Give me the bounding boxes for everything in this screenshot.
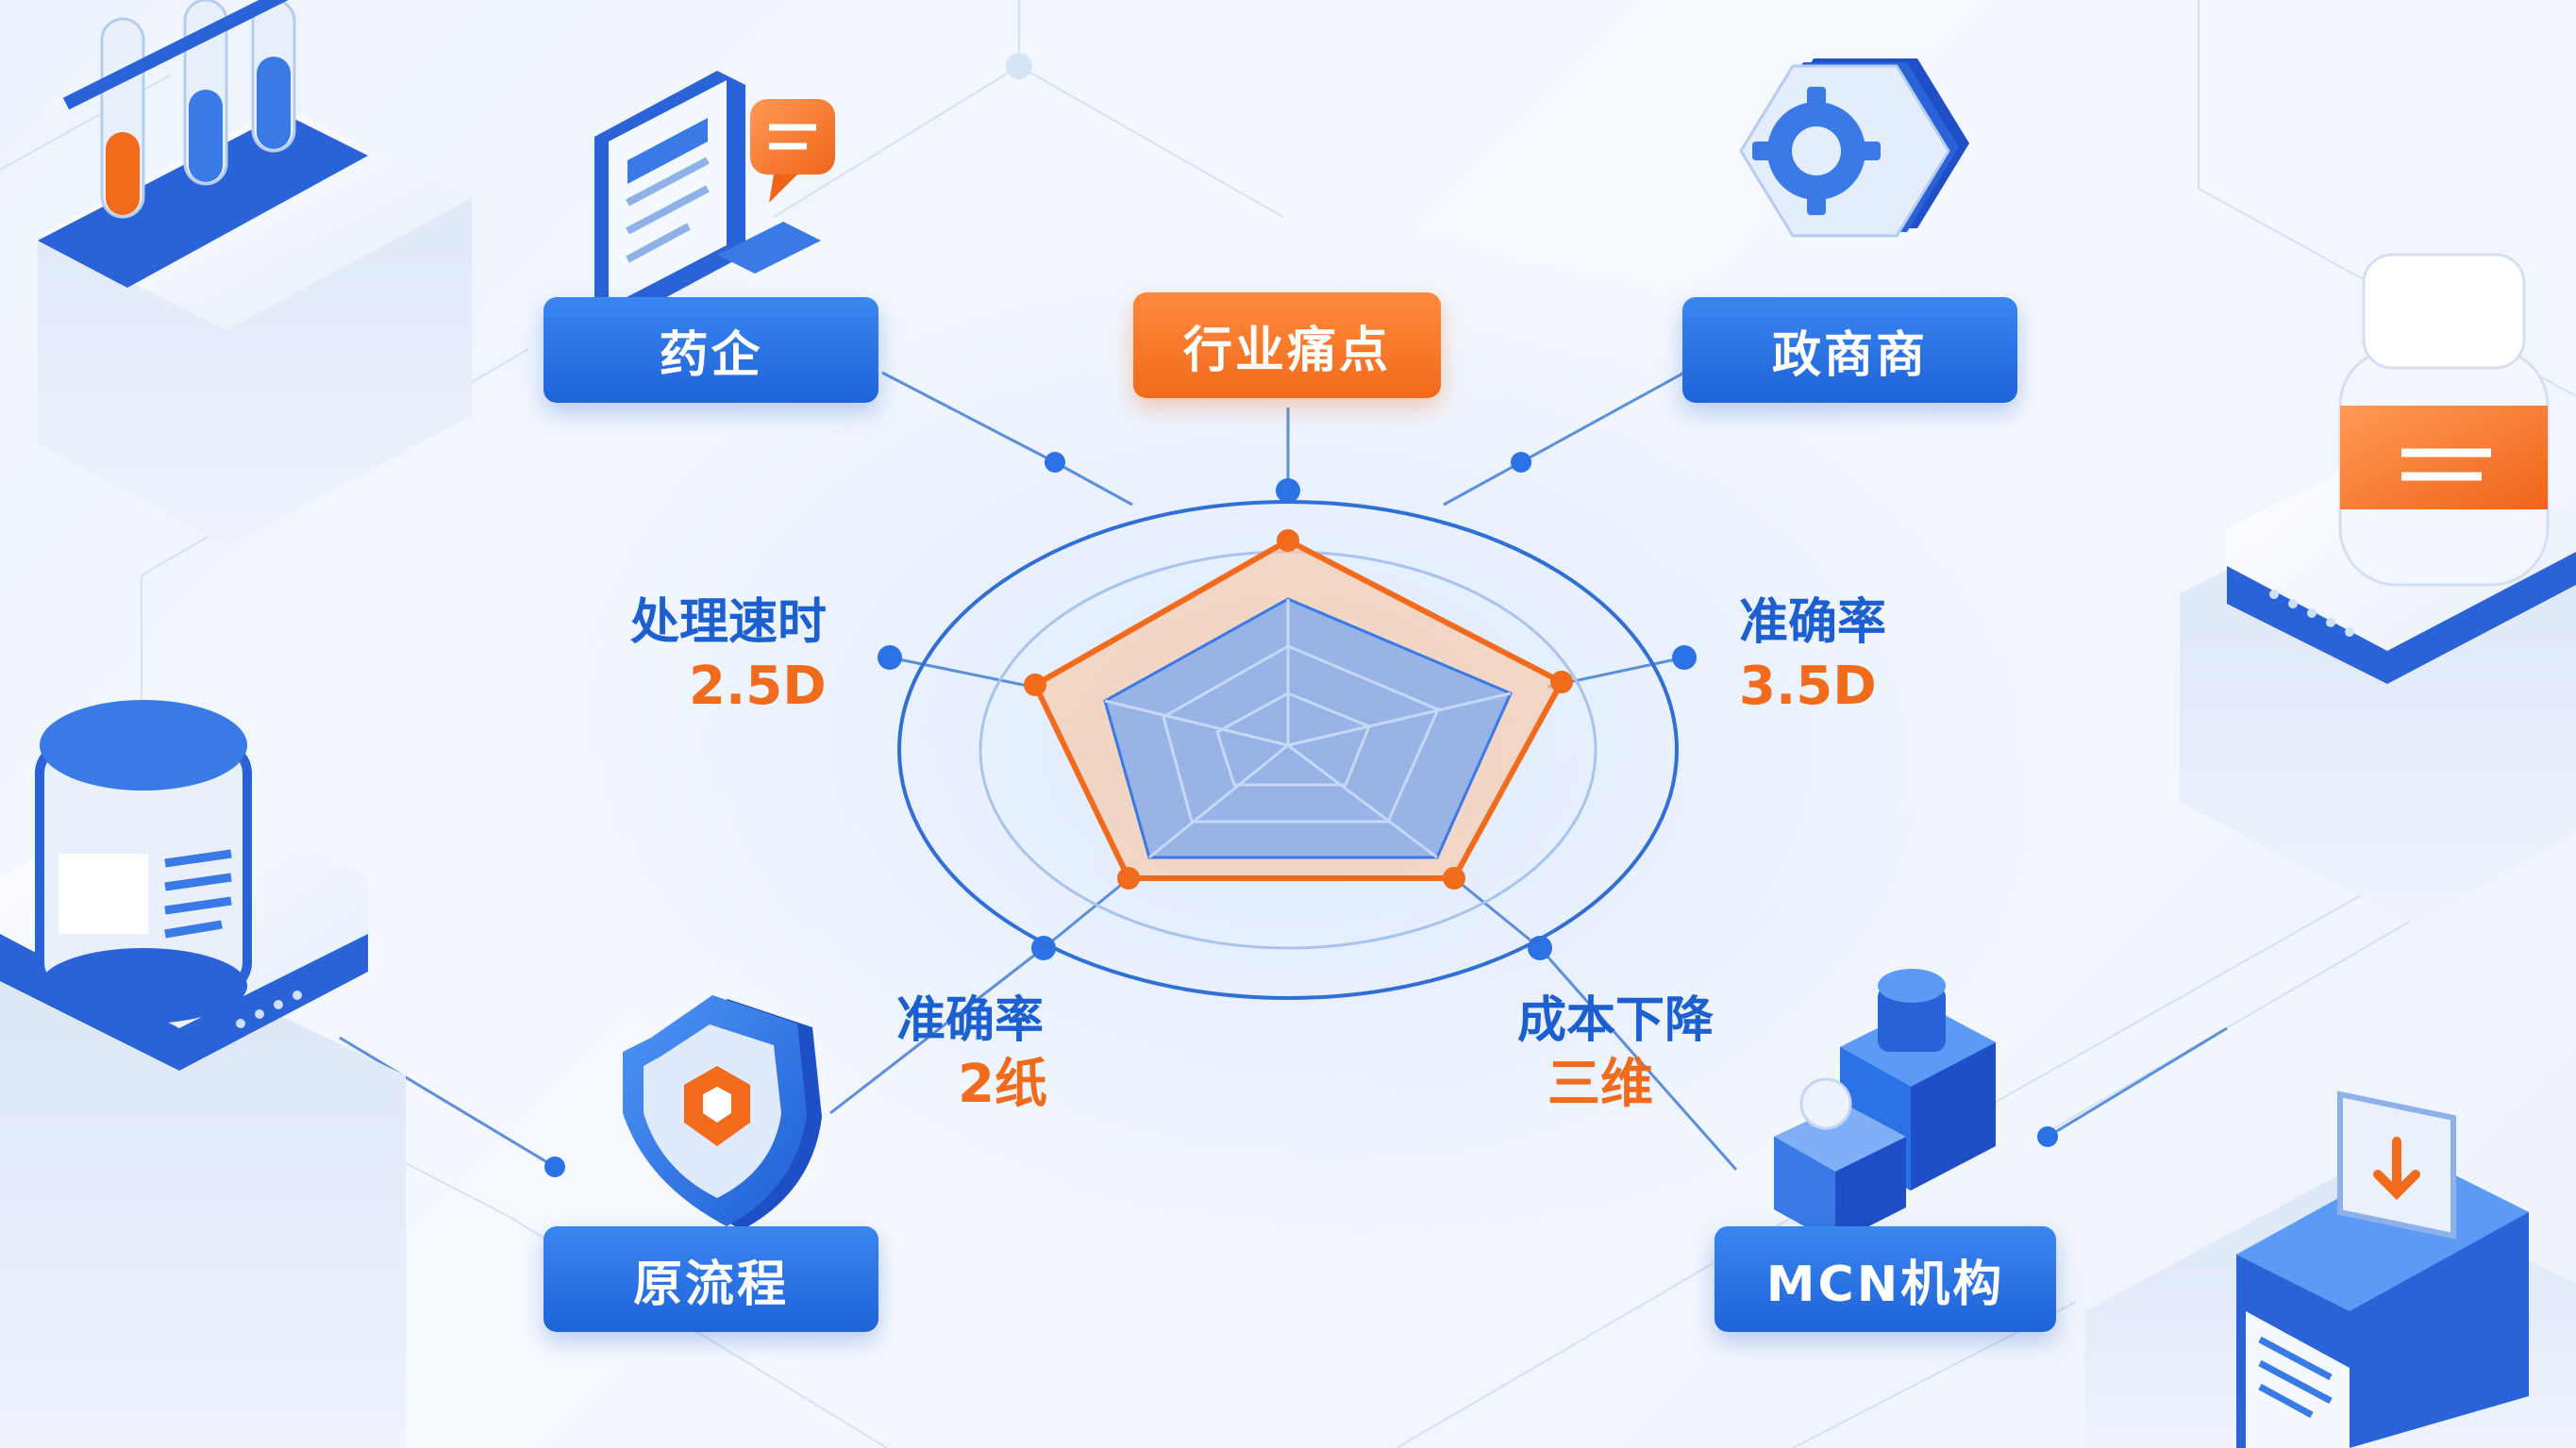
metric-value: 三维	[1547, 1054, 1653, 1115]
metric-processing-time: 处理速时 2.5D	[630, 592, 827, 720]
metric-accuracy-right: 准确率 3.5D	[1739, 592, 1886, 720]
radar-blue-area	[1103, 597, 1513, 859]
stakeholder-pharma[interactable]: 药企	[544, 297, 878, 403]
radar-chart	[1024, 529, 1573, 890]
connector-dots	[544, 452, 2058, 1177]
stakeholder-original-process[interactable]: 原流程	[544, 1226, 878, 1332]
blocks-illustration	[1774, 969, 1996, 1243]
test-tubes-illustration	[38, 0, 472, 547]
metric-title: 准确率	[1739, 594, 1887, 651]
metric-accuracy-left: 准确率 2纸	[896, 990, 1047, 1118]
metric-title: 准确率	[896, 992, 1045, 1049]
medicine-bottle-illustration	[2180, 253, 2576, 924]
printer-illustration	[2085, 1090, 2576, 1448]
connector-lines	[339, 371, 2228, 1171]
gear-hexagon-illustration	[1739, 58, 1969, 238]
metric-value: 2纸	[958, 1054, 1047, 1115]
shield-illustration	[623, 995, 822, 1230]
center-pain-point-label[interactable]: 行业痛点	[1133, 292, 1441, 398]
metric-title: 成本下降	[1517, 992, 1715, 1049]
metric-value: 2.5D	[689, 656, 827, 717]
stakeholder-mcn[interactable]: MCN机构	[1715, 1226, 2056, 1332]
stakeholder-gov-business[interactable]: 政商商	[1682, 297, 2017, 403]
metric-title: 处理速时	[630, 594, 828, 651]
database-illustration	[0, 700, 406, 1448]
metric-cost-reduction: 成本下降 三维	[1517, 990, 1714, 1118]
metric-value: 3.5D	[1739, 656, 1877, 717]
document-chat-illustration	[594, 71, 835, 321]
